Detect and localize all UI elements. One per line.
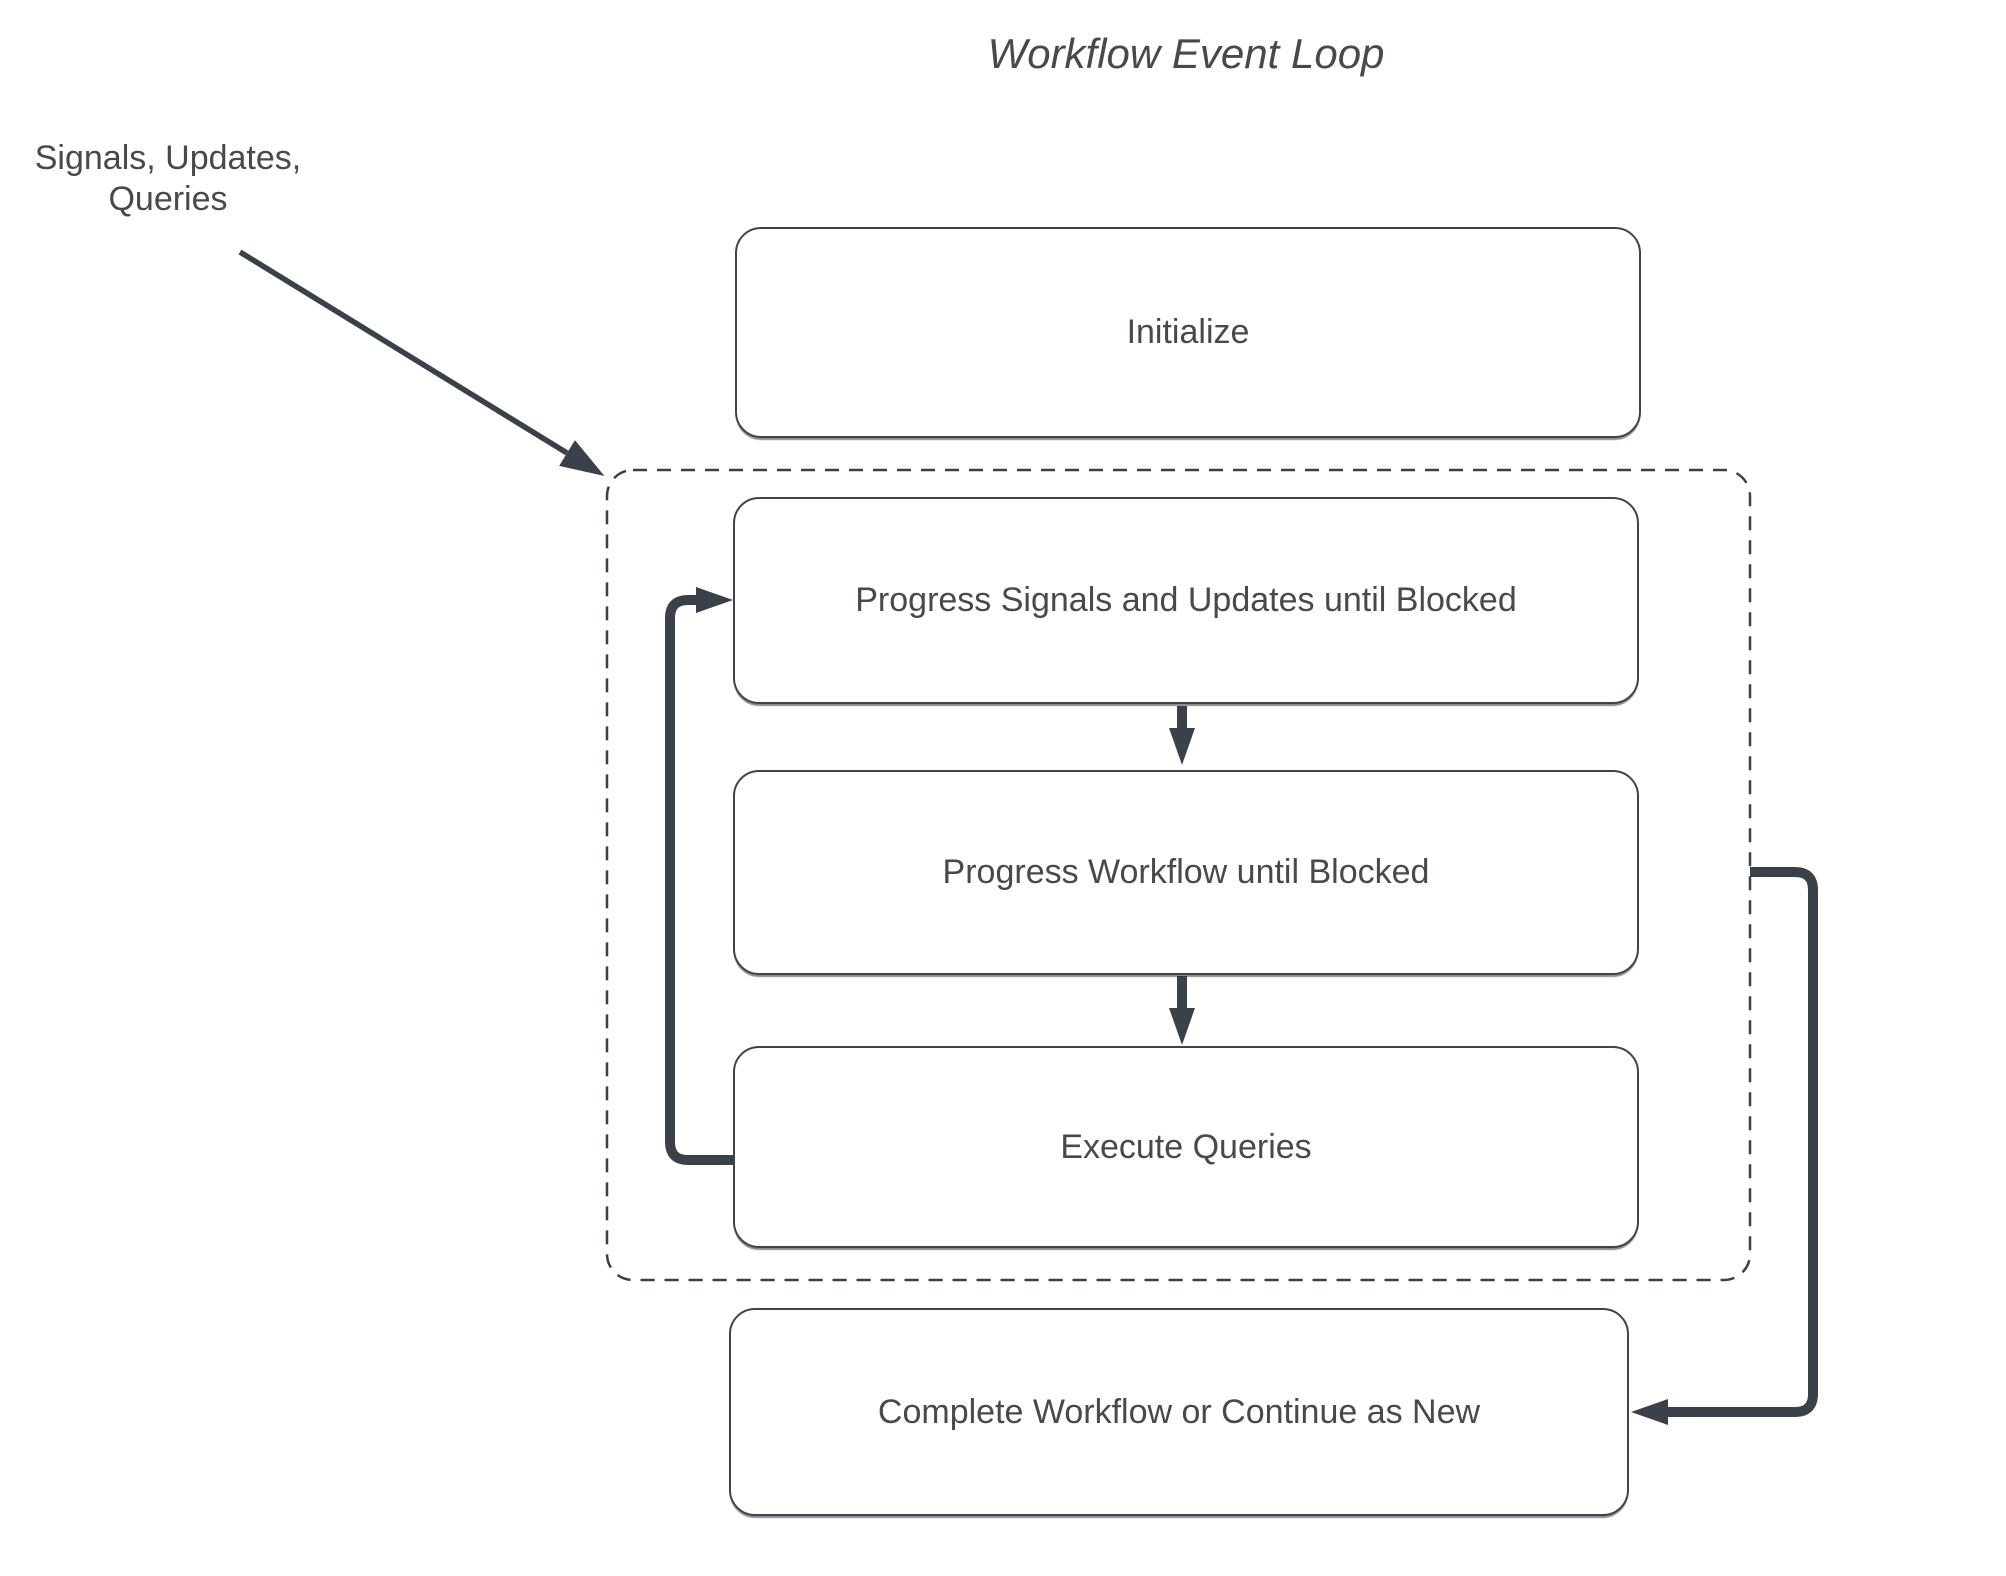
node-execute-queries: Execute Queries: [733, 1046, 1639, 1248]
node-initialize: Initialize: [735, 227, 1641, 438]
external-inputs-arrow: [238, 249, 605, 477]
node-progress-signals-label: Progress Signals and Updates until Block…: [855, 581, 1517, 619]
event-loop-dashed-container: [605, 468, 1752, 1282]
node-complete-workflow-label: Complete Workflow or Continue as New: [877, 1392, 1481, 1431]
node-execute-queries-label: Execute Queries: [1060, 1127, 1312, 1166]
loop-arrow-queries-to-signals: [665, 587, 733, 1165]
node-complete-workflow: Complete Workflow or Continue as New: [729, 1308, 1629, 1516]
node-progress-workflow: Progress Workflow until Blocked: [733, 770, 1639, 975]
external-inputs-label: Signals, Updates, Queries: [34, 139, 302, 219]
node-initialize-label: Initialize: [1126, 313, 1250, 351]
node-progress-workflow-label: Progress Workflow until Blocked: [942, 853, 1430, 891]
diagram-title: Workflow Event Loop: [987, 30, 1385, 77]
node-progress-signals: Progress Signals and Updates until Block…: [733, 497, 1639, 704]
arrow-loop-to-complete: [1631, 867, 1818, 1425]
